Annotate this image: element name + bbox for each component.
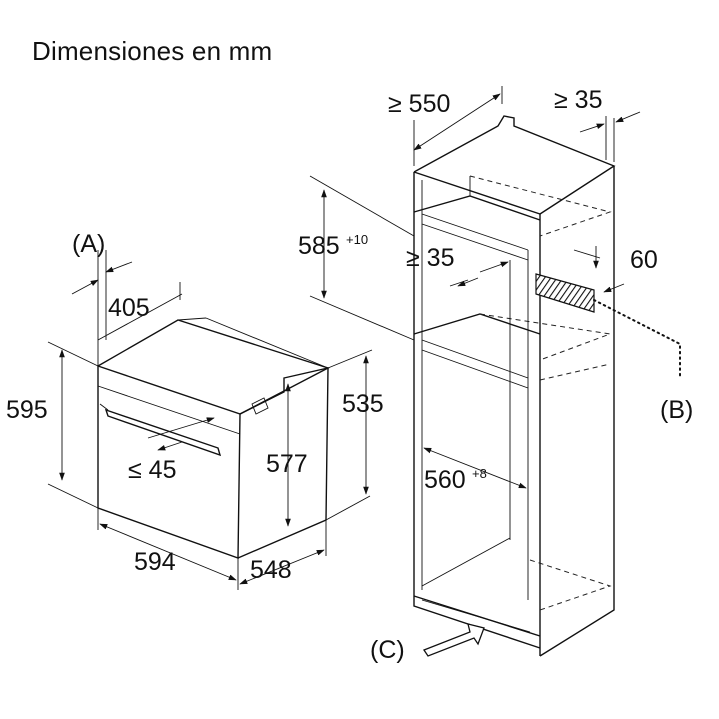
cabinet-drawing bbox=[413, 115, 681, 657]
dim-oven-width: 594 bbox=[134, 548, 176, 576]
dim-oven-inner-height: 577 bbox=[266, 450, 308, 478]
label-c: (C) bbox=[370, 636, 405, 664]
dim-vent-height: 60 bbox=[630, 246, 658, 274]
label-a: (A) bbox=[72, 230, 105, 258]
dim-niche-shelf-gap: ≥ 35 bbox=[406, 244, 454, 272]
oven-drawing bbox=[97, 317, 330, 559]
page-title: Dimensiones en mm bbox=[32, 36, 273, 66]
cabinet-dimension-lines bbox=[309, 86, 641, 657]
dim-niche-height-tolerance: +10 bbox=[346, 232, 368, 247]
dim-niche-back-gap: ≥ 35 bbox=[554, 86, 602, 114]
dim-niche-width: 560 bbox=[424, 466, 466, 494]
dim-niche-height: 585 bbox=[298, 232, 340, 260]
oven-dimension-lines bbox=[47, 250, 373, 590]
dim-oven-depth: 548 bbox=[250, 556, 292, 584]
dim-niche-width-tolerance: +8 bbox=[472, 466, 487, 481]
dim-niche-depth: ≥ 550 bbox=[388, 90, 450, 118]
dim-oven-side-height: 535 bbox=[342, 390, 384, 418]
label-b: (B) bbox=[660, 396, 693, 424]
dim-oven-gap: ≤ 45 bbox=[128, 456, 176, 484]
dim-oven-height: 595 bbox=[6, 396, 48, 424]
dim-oven-depth-top: 405 bbox=[108, 294, 150, 322]
